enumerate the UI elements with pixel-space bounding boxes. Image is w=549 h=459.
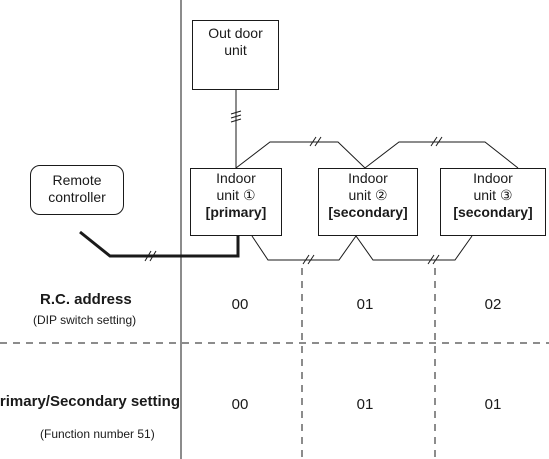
rc-address-value-2: 01 — [356, 296, 374, 313]
indoor-unit-2-role: [secondary] — [328, 204, 408, 220]
indoor-unit-3-line2: unit ③ — [473, 187, 513, 203]
outdoor-unit-line1: Out door — [208, 25, 263, 41]
remote-controller-line2: controller — [48, 189, 106, 205]
primary-secondary-value-1: 00 — [231, 396, 249, 413]
outdoor-unit-box: Out door unit — [192, 20, 279, 90]
indoor-unit-3-role: [secondary] — [453, 204, 533, 220]
double-slash-lower-2 — [427, 254, 440, 265]
indoor-unit-2-line2: unit ② — [348, 187, 388, 203]
remote-controller-box: Remote controller — [30, 165, 124, 215]
double-slash-upper-1 — [309, 136, 322, 147]
rc-address-sublabel: (DIP switch setting) — [33, 313, 137, 327]
indoor-unit-3-box: Indoor unit ③ [secondary] — [440, 168, 546, 236]
rc-address-value-3: 02 — [484, 296, 502, 313]
remote-controller-cable — [79, 230, 240, 258]
indoor-unit-1-line2: unit ① — [216, 187, 256, 203]
indoor-unit-1-line1: Indoor — [216, 170, 256, 186]
upper-interconnect-wire — [235, 141, 519, 169]
double-slash-lower-1 — [302, 254, 315, 265]
multi-wire-mark-outdoor — [230, 110, 242, 123]
double-slash-upper-2 — [430, 136, 443, 147]
indoor-unit-2-line1: Indoor — [348, 170, 388, 186]
indoor-unit-2-box: Indoor unit ② [secondary] — [318, 168, 418, 236]
indoor-unit-3-line1: Indoor — [473, 170, 513, 186]
indoor-unit-1-role: [primary] — [205, 204, 267, 220]
lower-interconnect-wire — [251, 235, 473, 261]
remote-controller-line1: Remote — [52, 172, 102, 188]
primary-secondary-value-2: 01 — [356, 396, 374, 413]
primary-secondary-sublabel: (Function number 51) — [40, 427, 155, 441]
double-slash-remote — [144, 250, 157, 262]
outdoor-unit-line2: unit — [224, 42, 247, 58]
primary-secondary-value-3: 01 — [484, 396, 502, 413]
rc-address-value-1: 00 — [231, 296, 249, 313]
rc-address-label: R.C. address — [40, 291, 132, 308]
indoor-unit-1-box: Indoor unit ① [primary] — [190, 168, 282, 236]
primary-secondary-label: Primary/Secondary setting — [0, 393, 180, 410]
